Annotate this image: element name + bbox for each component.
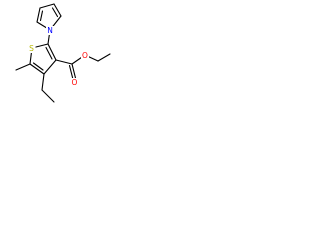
bond-thiophene-c4-c3	[43, 59, 57, 75]
bond-c3-carbonyl	[55, 59, 73, 65]
bond-c5-methyl	[15, 63, 31, 71]
bond-pyrrole-c2-c3-inner	[39, 10, 44, 22]
atom-o-ether-label-group: O	[81, 51, 89, 60]
bond-carbonyl-double-o-2	[68, 64, 74, 81]
bond-ethyl-ch2-ch3	[41, 89, 55, 103]
atom-label-ether-oxygen: O	[82, 51, 88, 60]
pyrrole-ring	[36, 3, 62, 31]
bond-thiophene-c3-c2-inner	[45, 46, 53, 60]
molecule-structure-drawing: N S O O	[15, 3, 111, 103]
bond-carbonyl-double-o	[71, 63, 77, 81]
bond-thiophene-c5-c4-inner	[32, 62, 44, 71]
bond-pyrrole-c4-c5-inner	[51, 7, 59, 18]
bond-ethyl-ester-ch2-ch3	[97, 53, 111, 62]
bond-thiophene-c5-c4	[29, 63, 45, 75]
atom-label-carbonyl-oxygen: O	[72, 78, 78, 87]
bond-pyrrole-c3-c4	[39, 3, 55, 9]
bond-c4-ethyl-ch2	[41, 73, 45, 91]
bond-pyrrole-c2-c3	[36, 7, 41, 23]
atom-o-carbonyl-label-group: O	[70, 78, 79, 87]
bond-thiophene-c3-c2	[47, 43, 57, 61]
bond-pyrrole-c4-c5	[53, 3, 62, 17]
atom-label-nitrogen: N	[47, 26, 53, 35]
atom-label-sulfur: S	[29, 44, 34, 53]
thiophene-ring	[29, 43, 57, 75]
atom-n-label-group: N	[46, 26, 54, 35]
atom-s-label-group: S	[27, 44, 36, 53]
